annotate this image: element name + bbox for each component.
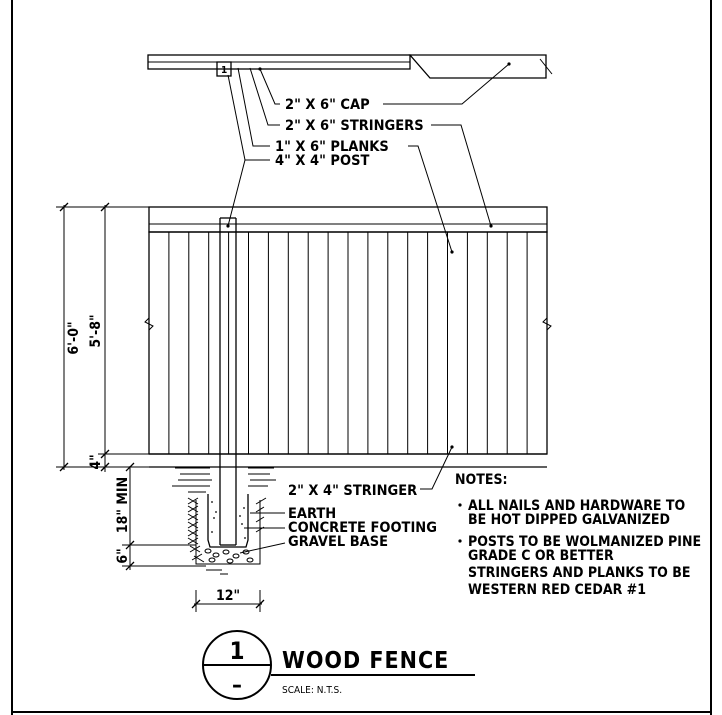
drawing-scale: SCALE: N.T.S. [282, 685, 342, 696]
detail-number: 1 [229, 637, 244, 665]
note-2-line-4: WESTERN RED CEDAR #1 [468, 582, 646, 598]
title-block: 1 – WOOD FENCE SCALE: N.T.S. [202, 630, 475, 700]
soil-hatch [187, 497, 267, 575]
plan-cap-end [408, 54, 547, 79]
drawing-title: WOOD FENCE [282, 648, 449, 674]
note-2-line-1: POSTS TO BE WOLMANIZED PINE [468, 534, 701, 550]
label-stringers: 2" X 6" STRINGERS [285, 118, 424, 134]
note-1-line-1: ALL NAILS AND HARDWARE TO [468, 498, 686, 514]
dim-ground-gap: 4" [88, 454, 104, 469]
label-gravel: GRAVEL BASE [288, 534, 388, 550]
concrete-stipple [211, 501, 246, 539]
label-footing: CONCRETE FOOTING [288, 520, 437, 536]
fence-elevation [144, 206, 552, 468]
label-planks: 1" X 6" PLANKS [275, 139, 389, 155]
plan-post-square [216, 61, 232, 77]
leader-lines [227, 63, 510, 490]
plan-view: 1 [147, 54, 553, 79]
gravel-base [204, 548, 254, 564]
notes-heading: NOTES: [455, 472, 508, 488]
fence-post [219, 217, 237, 546]
dim-post-depth: 18" MIN [115, 477, 131, 533]
label-cap: 2" X 6" CAP [285, 97, 370, 113]
fence-planks [168, 232, 528, 454]
label-post: 4" X 4" POST [275, 153, 369, 169]
dim-gravel-depth: 6" [115, 548, 131, 563]
dim-overall-height: 6'-0" [66, 321, 82, 354]
top-cap-rail [148, 206, 548, 233]
note-2-line-2: GRADE C OR BETTER [468, 548, 614, 564]
dimension-lines [56, 202, 265, 612]
note-1-line-2: BE HOT DIPPED GALVANIZED [468, 512, 670, 528]
concrete-footing [207, 494, 249, 548]
footing-section [172, 467, 286, 575]
plan-post-marker: 1 [221, 65, 227, 76]
sheet-number: – [232, 673, 242, 698]
notes-block: NOTES: ALL NAILS AND HARDWARE TO BE HOT … [455, 472, 701, 598]
label-bottom-stringer: 2" X 4" STRINGER [288, 483, 417, 499]
label-earth: EARTH [288, 506, 336, 522]
dim-footing-width: 12" [216, 588, 240, 604]
dim-plank-height: 5'-8" [88, 314, 104, 347]
note-2-line-3: STRINGERS AND PLANKS TO BE [468, 565, 690, 581]
